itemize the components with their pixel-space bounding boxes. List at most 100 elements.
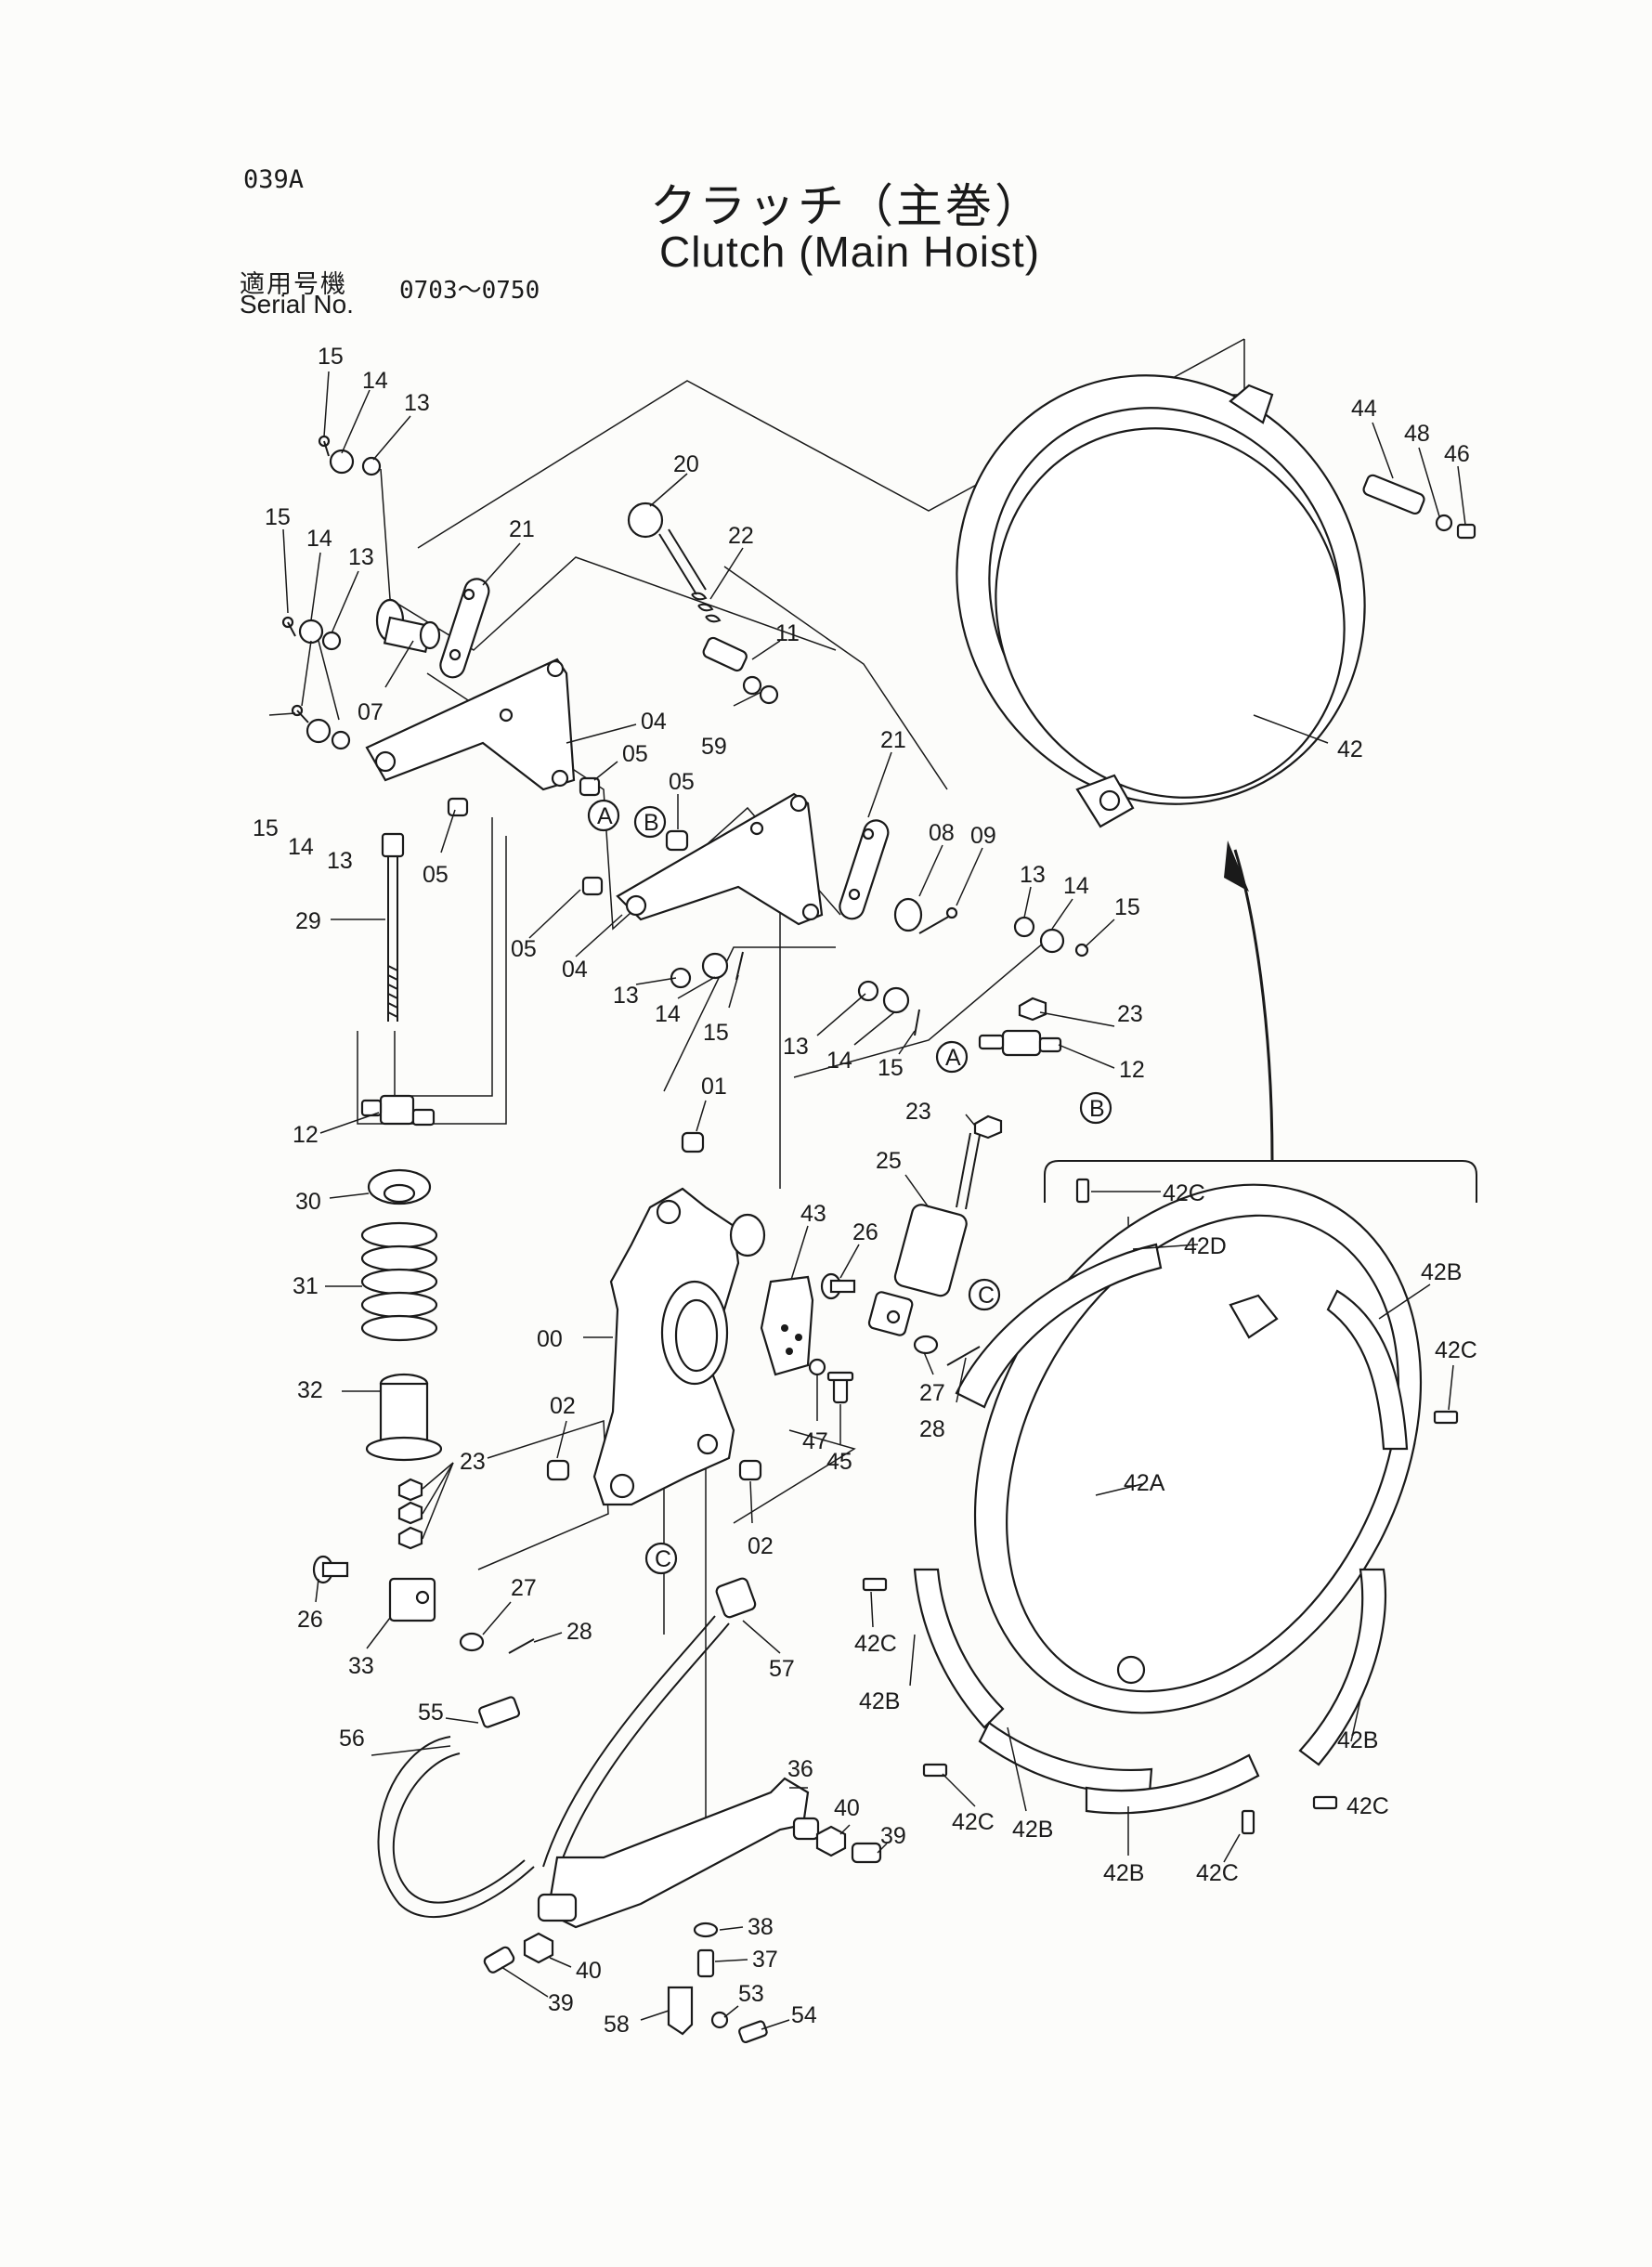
bushing-32 xyxy=(365,1373,443,1462)
label-59: 59 xyxy=(701,734,727,760)
label-15: 15 xyxy=(1114,894,1140,920)
label-31: 31 xyxy=(293,1273,319,1299)
label-02: 02 xyxy=(748,1533,774,1559)
label-14: 14 xyxy=(288,834,314,860)
label-14: 14 xyxy=(1063,873,1089,899)
connector-callouts: A B A B C C xyxy=(587,799,1112,1575)
label-42: 42 xyxy=(1337,736,1363,762)
spring-seat-30 xyxy=(367,1168,432,1205)
label-27: 27 xyxy=(511,1575,537,1601)
label-54: 54 xyxy=(791,2002,817,2028)
label-42A: 42A xyxy=(1124,1470,1165,1496)
label-42B: 42B xyxy=(1012,1817,1053,1843)
label-40: 40 xyxy=(576,1958,602,1984)
label-14: 14 xyxy=(306,526,332,552)
label-42C: 42C xyxy=(1163,1180,1205,1206)
washer-nut-pin-group-2 xyxy=(281,616,342,651)
label-04: 04 xyxy=(562,957,588,983)
label-43: 43 xyxy=(800,1201,826,1227)
label-04: 04 xyxy=(641,709,667,735)
label-13: 13 xyxy=(613,983,639,1009)
label-39: 39 xyxy=(880,1823,906,1849)
lever-00 xyxy=(592,1187,766,1506)
label-05: 05 xyxy=(423,862,449,888)
bracket-04-lower xyxy=(616,792,824,926)
label-57: 57 xyxy=(769,1656,795,1682)
washer-27-pin-28-left xyxy=(459,1632,535,1654)
label-42C: 42C xyxy=(854,1631,897,1657)
washer-nut-pin-group-3 xyxy=(291,704,351,750)
bushing-01 xyxy=(681,1131,705,1153)
label-12: 12 xyxy=(1119,1057,1145,1083)
label-13: 13 xyxy=(348,544,374,570)
washer-08-pin-09 xyxy=(893,897,958,934)
label-15: 15 xyxy=(318,344,344,370)
nut-40-bolt-39-right xyxy=(815,1825,882,1864)
label-56: 56 xyxy=(339,1726,365,1752)
connector-C-upper: C xyxy=(978,1283,995,1309)
connector-C-lower: C xyxy=(655,1546,671,1572)
label-42C: 42C xyxy=(1346,1793,1389,1819)
detail-bracket-arrow xyxy=(1044,840,1477,1203)
pedal-bracket-36 xyxy=(537,1777,820,1929)
label-12: 12 xyxy=(293,1122,319,1148)
label-42C: 42C xyxy=(1196,1860,1239,1886)
label-20: 20 xyxy=(673,451,699,477)
label-02: 02 xyxy=(550,1393,576,1419)
lining-42B-right xyxy=(1298,1289,1409,1766)
washer-47-bolt-45 xyxy=(808,1358,854,1404)
lining-42B-left xyxy=(913,1568,1260,1815)
label-05: 05 xyxy=(511,936,537,962)
part-labels: 15 14 13 20 44 48 46 15 14 13 21 22 11 0… xyxy=(253,344,1477,2038)
label-45: 45 xyxy=(826,1449,852,1475)
label-23: 23 xyxy=(460,1449,486,1475)
label-13: 13 xyxy=(327,848,353,874)
label-28: 28 xyxy=(919,1416,945,1442)
title-japanese: クラッチ（主巻） xyxy=(650,179,1044,233)
nuts-23-stack xyxy=(397,1478,423,1550)
pin-07 xyxy=(375,598,441,654)
label-25: 25 xyxy=(876,1148,902,1174)
label-09: 09 xyxy=(970,823,996,849)
label-46: 46 xyxy=(1444,441,1470,467)
brake-band-42A xyxy=(973,1183,1423,1714)
bolt-29-tee-12 xyxy=(360,832,436,1127)
label-00: 00 xyxy=(537,1326,563,1352)
label-26: 26 xyxy=(852,1219,878,1245)
label-05: 05 xyxy=(669,769,695,795)
label-30: 30 xyxy=(295,1189,321,1215)
label-15: 15 xyxy=(703,1020,729,1046)
label-11: 11 xyxy=(775,620,800,646)
cylinder-25 xyxy=(867,1132,981,1336)
label-53: 53 xyxy=(738,1981,764,2007)
label-39: 39 xyxy=(548,1990,574,2016)
serial-label-japanese: 適用号機 xyxy=(240,270,347,299)
spring-31 xyxy=(360,1221,438,1342)
bolt-26-right xyxy=(820,1272,856,1300)
label-15: 15 xyxy=(265,504,291,530)
label-15: 15 xyxy=(878,1055,904,1081)
label-21: 21 xyxy=(880,727,906,753)
label-01: 01 xyxy=(701,1074,727,1100)
label-55: 55 xyxy=(418,1700,444,1726)
link-21-lower xyxy=(839,819,890,920)
brake-band-42 xyxy=(956,374,1366,828)
hose-56 xyxy=(377,1615,730,1918)
link-21-upper xyxy=(439,578,490,679)
washer-nut-pin-group-4 xyxy=(1013,916,1089,958)
connector-B-upper: B xyxy=(644,810,659,836)
label-38: 38 xyxy=(748,1914,774,1940)
label-58: 58 xyxy=(604,2012,630,2038)
serial-range: 0703～0750 xyxy=(399,277,540,305)
label-27: 27 xyxy=(919,1380,945,1406)
label-08: 08 xyxy=(929,820,955,846)
connector-A-right: A xyxy=(945,1045,961,1071)
bolts-42C xyxy=(862,1178,1459,1835)
label-13: 13 xyxy=(1020,862,1046,888)
label-22: 22 xyxy=(728,523,754,549)
label-23: 23 xyxy=(905,1099,931,1125)
label-21: 21 xyxy=(509,516,535,542)
title-english: Clutch (Main Hoist) xyxy=(659,228,1041,276)
connector-A-upper: A xyxy=(597,803,613,829)
